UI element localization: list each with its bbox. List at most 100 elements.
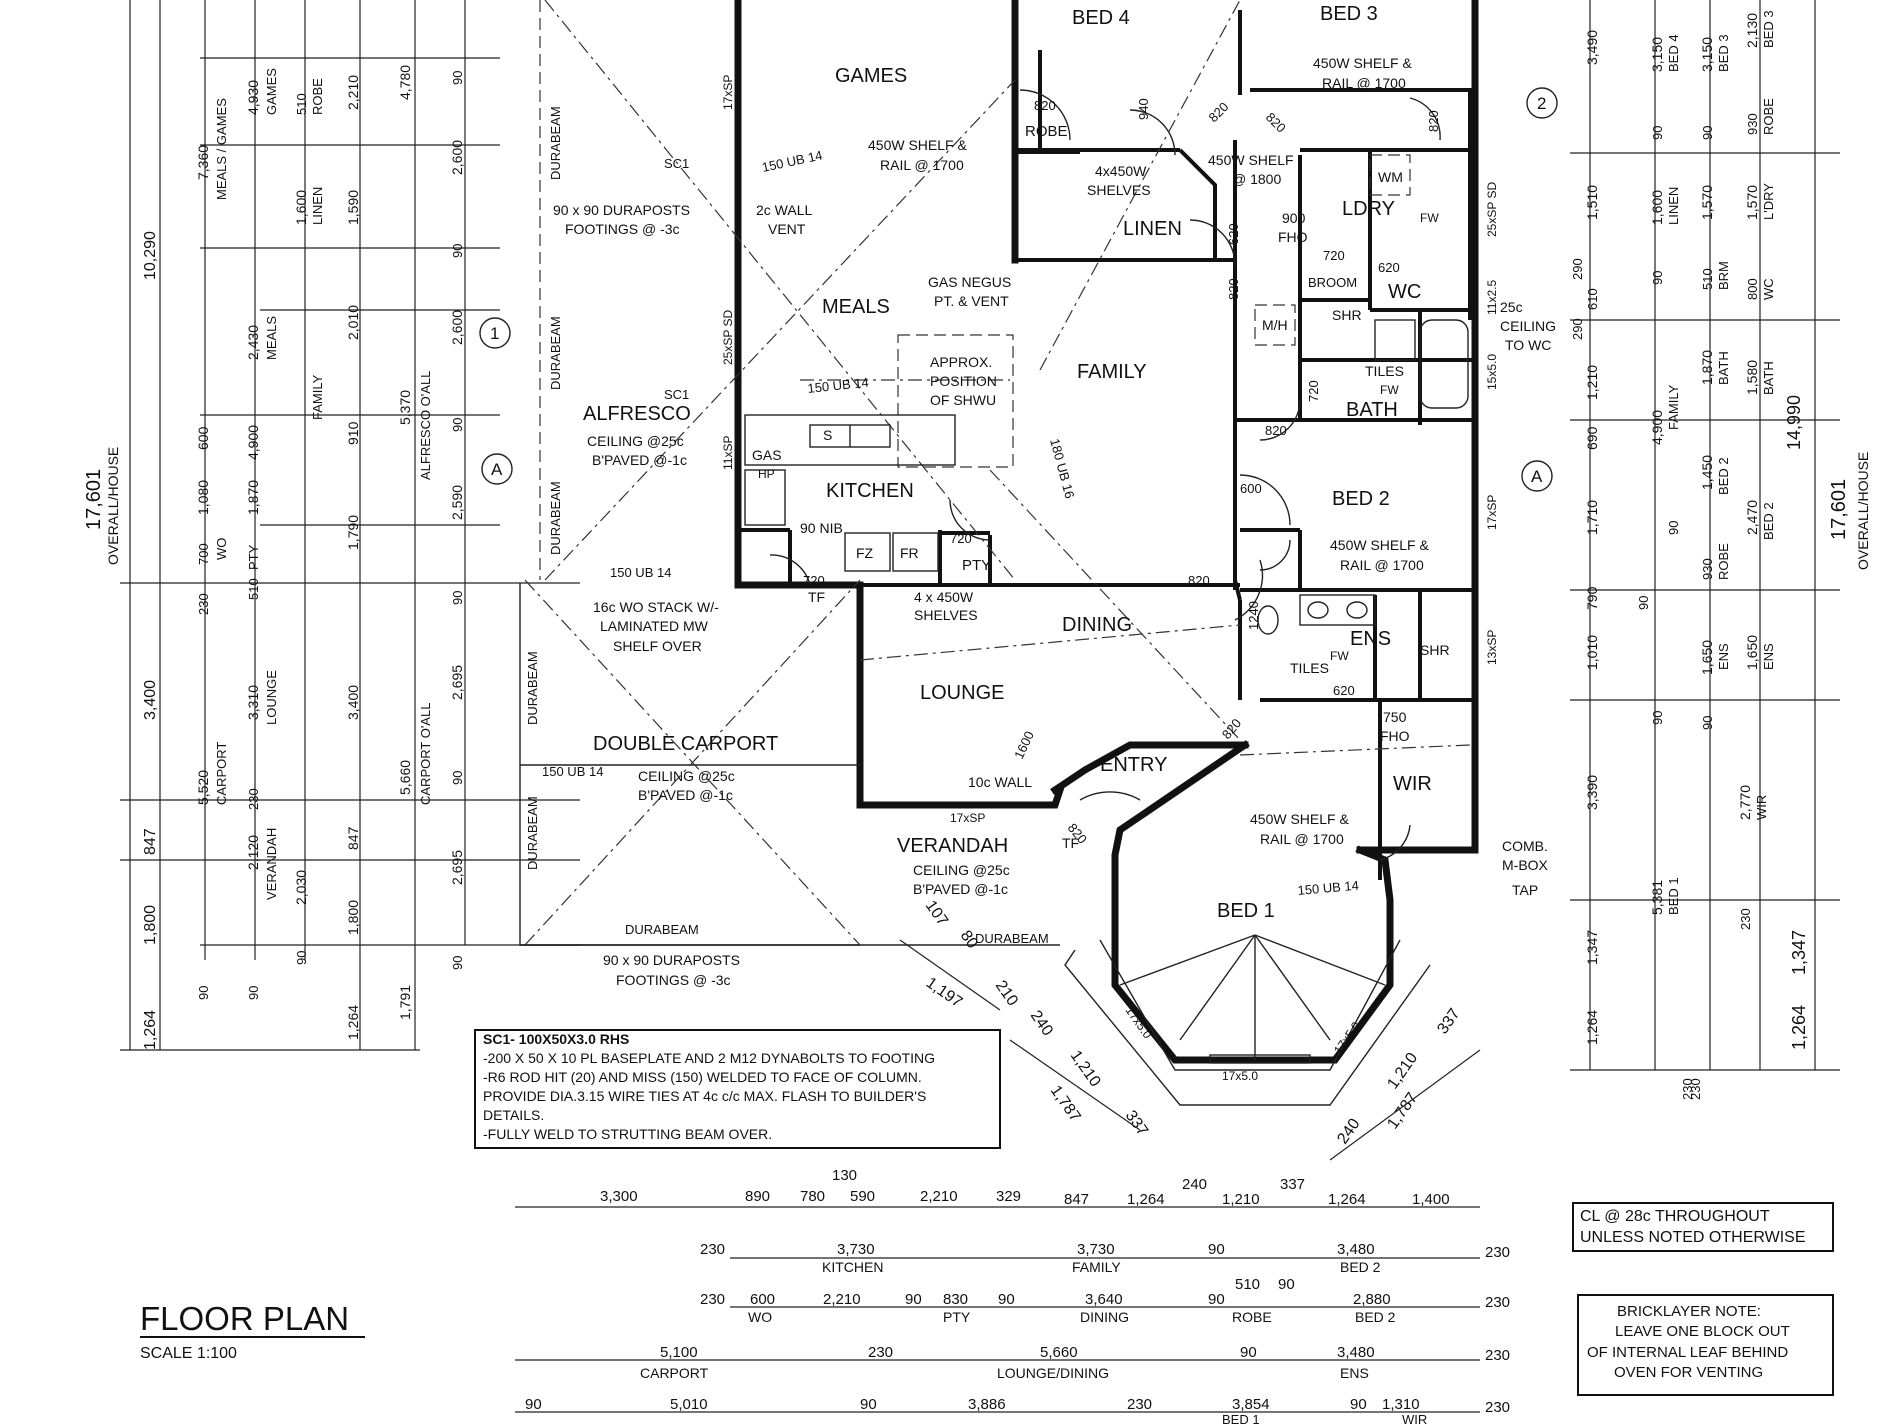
- dim-5660: 5,660: [397, 760, 413, 795]
- dim-wo: WO: [214, 538, 229, 560]
- note-fw-bath: FW: [1380, 383, 1399, 397]
- rdim-1580: 1,580: [1744, 360, 1760, 395]
- note-footings-bottom: FOOTINGS @ -3c: [616, 972, 731, 988]
- dim-5520: 5,520: [195, 770, 211, 805]
- sc1-note-line: SC1- 100X50X3.0 RHS: [483, 1031, 629, 1047]
- room-robe-bed4: ROBE: [1025, 123, 1068, 140]
- dim-847: 847: [142, 828, 159, 855]
- dim-col7-1: 2,600: [449, 140, 465, 175]
- beam-ub-kitchen: 150 UB 14: [610, 565, 671, 580]
- bdim: 230: [1485, 1399, 1510, 1416]
- rdim-5381: 5,381: [1649, 880, 1665, 915]
- rdim-2470: 2,470: [1744, 500, 1760, 535]
- rdim-1347: 1,347: [1584, 930, 1600, 965]
- bdim: 600: [750, 1291, 775, 1308]
- note-mh: M/H: [1262, 317, 1288, 333]
- rdim-2130: 2,130: [1744, 13, 1760, 48]
- bdim: 3,300: [600, 1188, 638, 1205]
- dim-meals-games: MEALS / GAMES: [214, 98, 229, 200]
- note-fz: FZ: [856, 545, 874, 561]
- room-wm: WM: [1378, 169, 1403, 185]
- cl-note-line: UNLESS NOTED OTHERWISE: [1580, 1229, 1806, 1246]
- rdim-ens-b: ENS: [1761, 643, 1776, 670]
- dim-2430: 2,430: [245, 325, 261, 360]
- opening-bay-right: 17x5.0: [1331, 1019, 1363, 1057]
- title-floor-plan: FLOOR PLAN: [140, 1300, 349, 1337]
- room-bed1: BED 1: [1217, 900, 1275, 922]
- opening-bay-center: 17x5.0: [1222, 1069, 1258, 1083]
- door-size: 720: [1323, 248, 1345, 263]
- dim-verandah: VERANDAH: [264, 828, 279, 900]
- door-size: 620: [1378, 260, 1400, 275]
- note-rail-bed4: RAIL @ 1700: [880, 157, 964, 173]
- bdim: KITCHEN: [822, 1259, 883, 1275]
- cl-note-line: CL @ 28c THROUGHOUT: [1580, 1208, 1770, 1225]
- rdim-bath: BATH: [1716, 351, 1731, 385]
- note-tf2: TF: [1062, 835, 1079, 851]
- bdim: 90: [1208, 1241, 1225, 1258]
- door-size: 1240: [1246, 601, 1261, 630]
- rdim-far-230: 230: [1688, 1078, 1703, 1100]
- bdim: 230: [700, 1241, 725, 1258]
- bdim: WO: [748, 1309, 772, 1325]
- note-fho2: FHO: [1380, 728, 1410, 744]
- room-entry: ENTRY: [1100, 754, 1167, 776]
- note-tiles-bath: TILES: [1365, 363, 1404, 379]
- beam-ub-family: 180 UB 16: [1047, 437, 1077, 500]
- rdim-930b: 930: [1745, 113, 1760, 135]
- note-footings-top: FOOTINGS @ -3c: [565, 221, 680, 237]
- bottom-dimensions: 3,300 890 130 780 590 2,210 329 847 1,26…: [515, 1167, 1510, 1425]
- note-mbox: M-BOX: [1502, 857, 1549, 873]
- room-verandah: VERANDAH: [897, 835, 1008, 857]
- door-size: 720: [803, 573, 825, 588]
- rdim-790: 790: [1584, 586, 1600, 610]
- beam-ub-games: 150 UB 14: [761, 147, 824, 174]
- rdim-90g: 90: [1700, 716, 1715, 730]
- bdim: 1,400: [1412, 1191, 1450, 1208]
- bay-dim: 210: [992, 978, 1021, 1010]
- dim-col7-7: 2,695: [449, 665, 465, 700]
- room-dining: DINING: [1062, 614, 1132, 636]
- section-a-left: A: [491, 460, 503, 479]
- rdim-linen: LINEN: [1666, 187, 1681, 225]
- bdim: CARPORT: [640, 1365, 709, 1381]
- bricklayer-note-line: OF INTERNAL LEAF BEHIND: [1587, 1344, 1788, 1361]
- rdim-800: 800: [1745, 278, 1760, 300]
- opening-bay-left: 17x5.0: [1123, 1004, 1155, 1042]
- rdim-brm: BRM: [1716, 261, 1731, 290]
- dim-carport-oall: CARPORT O'ALL: [418, 703, 433, 805]
- rdim-bath-b: BATH: [1761, 361, 1776, 395]
- room-bath: BATH: [1346, 399, 1398, 421]
- note-ceiling-wc: 25c: [1500, 299, 1523, 315]
- note-laminated: LAMINATED MW: [600, 618, 709, 634]
- beam-durabeam-carport: DURABEAM: [525, 651, 540, 725]
- rdim-90c: 90: [1666, 521, 1681, 535]
- bdim: 1,210: [1222, 1191, 1260, 1208]
- cl-note-box: CL @ 28c THROUGHOUT UNLESS NOTED OTHERWI…: [1572, 1202, 1834, 1252]
- rdim-bed4: BED 4: [1666, 34, 1681, 72]
- door-size: 820: [1188, 573, 1210, 588]
- beam-durabeam-alfresco: DURABEAM: [548, 481, 563, 555]
- room-bed2: BED 2: [1332, 488, 1390, 510]
- bricklayer-note-box: BRICKLAYER NOTE: LEAVE ONE BLOCK OUT OF …: [1577, 1294, 1834, 1396]
- rdim-4900: 4,900: [1649, 410, 1665, 445]
- building-walls: [519, 0, 1479, 1106]
- note-hp: HP: [758, 467, 775, 481]
- note-sink: S: [823, 427, 832, 443]
- bdim: BED 2: [1340, 1259, 1381, 1275]
- bdim: 230: [1127, 1396, 1152, 1413]
- rdim-wir: WIR: [1754, 795, 1769, 820]
- bdim: 90: [1278, 1276, 1295, 1293]
- bdim: 780: [800, 1188, 825, 1205]
- dim-2010: 2,010: [345, 305, 361, 340]
- door-size: 820: [1226, 278, 1241, 300]
- bdim: FAMILY: [1072, 1259, 1121, 1275]
- bricklayer-note-line: LEAVE ONE BLOCK OUT: [1615, 1323, 1790, 1340]
- dim-1080: 1,080: [195, 480, 211, 515]
- dim-1870: 1,870: [245, 480, 261, 515]
- beam-ub-meals: 150 UB 14: [807, 375, 870, 396]
- bottom-row1: 3,300 890 130 780 590 2,210 329 847 1,26…: [600, 1167, 1450, 1208]
- dim-col7-8: 90: [450, 771, 465, 785]
- note-fho: FHO: [1278, 229, 1308, 245]
